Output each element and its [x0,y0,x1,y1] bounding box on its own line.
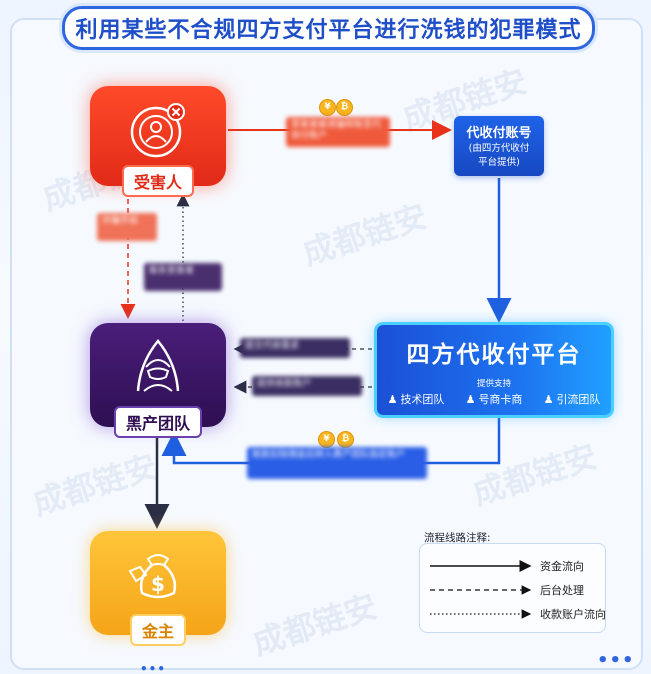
account-title: 代收付账号 [466,126,532,141]
boss-label: 金主 [129,614,187,646]
team-tech-label: 技术团队 [400,393,445,406]
blurred-note-platform-left-bottom: 提供收款账户 [252,376,362,396]
team-card-dealer: ♟ 号商卡商 [466,391,523,407]
team-traffic: ♟ 引流团队 [544,391,601,407]
gang-label: 黑产团队 [113,406,203,438]
bitcoin-coin-icon: ₿ [336,99,353,116]
tech-team-icon: ♟ [387,392,398,406]
team-traffic-label: 引流团队 [556,393,601,406]
account-subtitle-1: (由四方代收付 [468,143,530,154]
gang-node: 黑产团队 [90,323,226,438]
victim-node: 受害人 [90,86,226,197]
yuan-coin-icon: ¥ [319,99,336,116]
decorative-dots: ••• [597,650,635,671]
legend-box: 流程线路注释: 资金流向 后台处理 收款账户流向 [419,532,606,633]
blurred-note-platform-to-gang: 赃款扣除佣金后转入黑产团队指定账户 [247,447,427,479]
blurred-note-gang-up: 联系受害者 [144,263,222,291]
platform-support-label: 提供支持 [476,379,511,389]
boss-node: $ 金主 [90,531,226,646]
svg-text:$: $ [151,572,165,596]
yuan-coin-icon: ¥ [318,431,335,448]
account-subtitle-2: 平台提供) [478,157,520,168]
platform-teams: ♟ 技术团队 ♟ 号商卡商 ♟ 引流团队 [377,391,611,407]
traffic-team-icon: ♟ [543,392,554,406]
team-tech: ♟ 技术团队 [388,391,445,407]
team-card-dealer-label: 号商卡商 [478,393,523,406]
bitcoin-coin-icon: ₿ [337,431,354,448]
collection-account-box: 代收付账号 (由四方代收付 平台提供) [454,116,544,176]
legend-item-funds: 资金流向 [540,560,584,573]
decorative-dots: ••• [140,662,167,674]
payment-platform-box: 四方代收付平台 提供支持 ♟ 技术团队 ♟ 号商卡商 ♟ 引流团队 [377,325,611,415]
platform-title: 四方代收付平台 [406,342,582,368]
blurred-note-victim-tag: 诈骗手段 [97,213,157,241]
blurred-note-platform-left-top: 提交代收需求 [240,338,350,358]
hooded-hacker-icon [126,333,190,397]
blurred-note-victim-to-account: 受害者被诱骗转账至代收付账户 [286,117,390,147]
money-bag-hand-icon: $ [126,541,190,605]
legend-item-account-flow: 收款账户流向 [540,608,606,621]
victim-label: 受害人 [121,165,195,197]
legend-item-backend: 后台处理 [540,584,584,597]
card-dealer-icon: ♟ [465,392,476,406]
victim-target-icon [128,100,188,160]
legend-title: 流程线路注释: [424,532,491,544]
page-title: 利用某些不合规四方支付平台进行洗钱的犯罪模式 [62,6,595,50]
